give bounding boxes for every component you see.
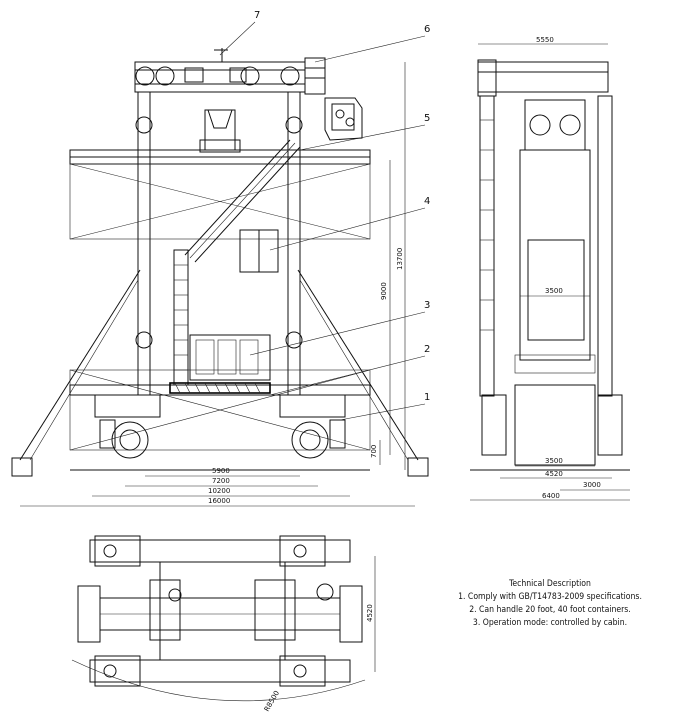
callout-7: 7 bbox=[254, 10, 260, 21]
dim-r8500: R8500 bbox=[263, 689, 281, 713]
dim-10200: 10200 bbox=[208, 487, 230, 495]
front-view: 5900 7200 10200 16000 9000 13700 700 7 6… bbox=[11, 10, 430, 507]
callout-3: 3 bbox=[424, 300, 430, 311]
dim-16000: 16000 bbox=[208, 497, 230, 505]
callout-4: 4 bbox=[424, 196, 430, 207]
dim-3000: 3000 bbox=[583, 481, 601, 489]
notes-line-2: 2. Can handle 20 foot, 40 foot container… bbox=[469, 605, 631, 615]
dim-5900: 5900 bbox=[212, 467, 230, 475]
dim-3500-upper: 3500 bbox=[545, 287, 563, 295]
dim-13700: 13700 bbox=[396, 248, 404, 270]
callout-2: 2 bbox=[424, 344, 430, 355]
dim-4520: 4520 bbox=[545, 470, 563, 478]
dim-9000: 9000 bbox=[380, 282, 388, 300]
technical-description: Technical Description 1. Comply with GB/… bbox=[455, 578, 645, 630]
notes-line-1: 1. Comply with GB/T14783-2009 specificat… bbox=[458, 592, 642, 602]
notes-title: Technical Description bbox=[509, 579, 591, 589]
callout-1: 1 bbox=[424, 392, 430, 403]
notes-line-3: 3. Operation mode: controlled by cabin. bbox=[472, 618, 628, 628]
dim-6400: 6400 bbox=[542, 492, 560, 500]
callout-6: 6 bbox=[424, 24, 430, 35]
callout-5: 5 bbox=[424, 113, 430, 124]
dim-700: 700 bbox=[370, 445, 378, 458]
dim-7200: 7200 bbox=[212, 477, 230, 485]
dim-3500-lower: 3500 bbox=[545, 457, 563, 465]
dim-4520-plan: 4520 bbox=[366, 604, 374, 622]
side-view: 5550 3500 3500 4520 3000 6400 bbox=[470, 36, 630, 501]
dim-5550: 5550 bbox=[536, 36, 554, 44]
plan-view: 4520 R8500 bbox=[71, 535, 376, 713]
